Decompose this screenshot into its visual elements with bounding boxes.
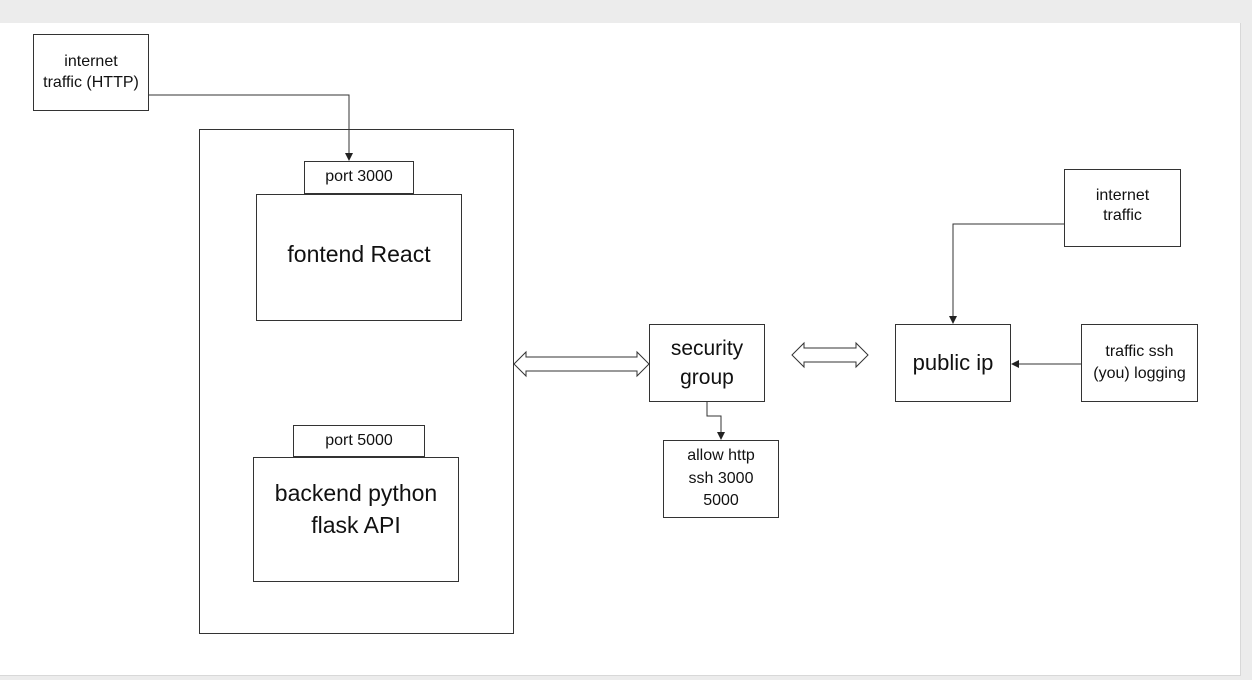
security-group-label: security group (670, 336, 744, 389)
backend-flask-label: backend python flask API (274, 480, 438, 538)
port-5000-label: port 5000 (325, 431, 393, 449)
allow-rules-node[interactable]: allow http ssh 3000 5000 (663, 440, 779, 518)
ssh-traffic-node[interactable]: traffic ssh (you) logging (1081, 324, 1198, 402)
public-ip-node[interactable]: public ip (895, 324, 1011, 402)
server-container[interactable] (199, 129, 514, 634)
diagram-canvas (0, 23, 1241, 676)
port-5000-node[interactable]: port 5000 (293, 425, 425, 457)
port-3000-node[interactable]: port 3000 (304, 161, 414, 194)
public-ip-label: public ip (912, 349, 994, 375)
backend-flask-node[interactable]: backend python flask API (253, 457, 459, 582)
frontend-react-node[interactable]: fontend React (256, 194, 462, 321)
internet-traffic-node[interactable]: internet traffic (1064, 169, 1181, 247)
internet-http-traffic-label: internet traffic (HTTP) (43, 53, 139, 91)
allow-rules-label: allow http ssh 3000 5000 (687, 447, 755, 510)
frontend-react-label: fontend React (287, 240, 431, 267)
security-group-node[interactable]: security group (649, 324, 765, 402)
internet-traffic-label: internet traffic (1095, 187, 1150, 225)
internet-http-traffic-node[interactable]: internet traffic (HTTP) (33, 34, 149, 111)
ssh-traffic-label: traffic ssh (you) logging (1093, 342, 1186, 382)
port-3000-label: port 3000 (325, 168, 393, 186)
